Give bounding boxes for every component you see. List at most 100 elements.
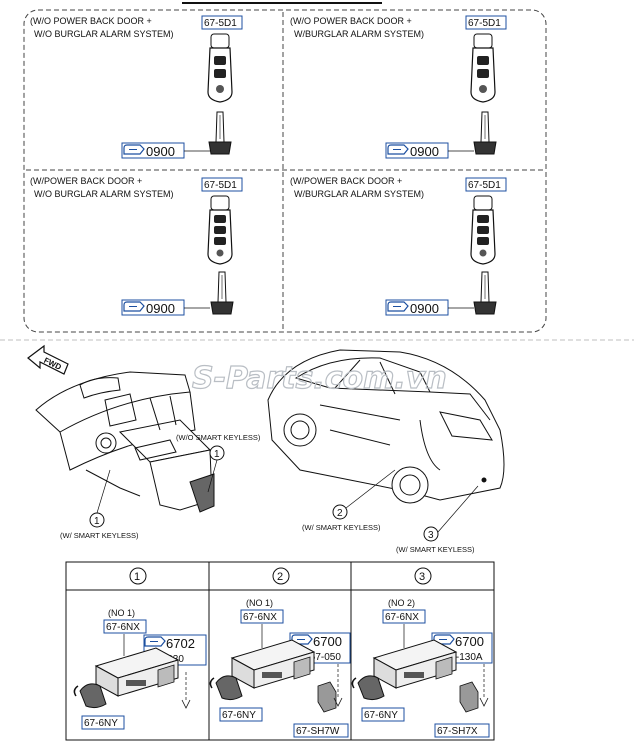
panel-4-key-code-box	[465, 177, 507, 192]
col-2-part-box	[240, 609, 284, 624]
panel-2-blade-code-box	[385, 142, 449, 159]
col-3-bottom-part-box	[361, 707, 405, 722]
col-2-bottom-part-box	[219, 707, 263, 722]
wo-smart-keyless-label: (W/O SMART KEYLESS)	[176, 433, 261, 442]
table-column-3: (NO 2) 67-6NX 6700 /67-130A 67-6NY 67-SH…	[351, 598, 493, 738]
callout-1-dash-num: 1	[214, 449, 220, 460]
col-2-code: 6700	[313, 634, 342, 649]
panel-3-key-code: 67-5D1	[204, 180, 237, 191]
watermark: S-Parts.com.vn	[192, 361, 447, 396]
col-2-part: 67-6NX	[243, 612, 277, 623]
hand-arrow-icon	[123, 144, 145, 155]
panel-4-key-code: 67-5D1	[468, 180, 501, 191]
smart-keyless-antenna-icon	[351, 639, 457, 701]
col-3-part-box	[382, 609, 426, 624]
col-3-extra: 67-SH7X	[437, 726, 478, 737]
col-1-bottom-part-box	[81, 715, 125, 730]
connector-icon	[459, 681, 479, 713]
col-1-part: 67-6NX	[106, 622, 140, 633]
panel-2-line2: W/BURGLAR ALARM SYSTEM)	[294, 29, 424, 39]
col-2-arrow	[333, 697, 343, 707]
remote-key-icon	[207, 195, 233, 265]
callout-1-leader	[96, 469, 111, 514]
w-smart-keyless-label-3: (W/ SMART KEYLESS)	[396, 545, 475, 554]
panel-3-line2: W/O BURGLAR ALARM SYSTEM)	[34, 189, 174, 199]
remote-key-icon	[470, 33, 496, 103]
hand-arrow-icon	[144, 636, 166, 647]
panel-4-line1: (W/POWER BACK DOOR +	[290, 176, 402, 186]
key-blade-icon	[473, 271, 497, 315]
fwd-label: FWD	[42, 356, 63, 372]
col-3-arrow	[479, 697, 489, 707]
w-smart-keyless-label-1: (W/ SMART KEYLESS)	[60, 531, 139, 540]
col-2-extra-box	[293, 723, 349, 738]
table-column-1: (NO 1) 67-6NX 6702 /67-030 67-6NY	[73, 608, 207, 730]
table-column-2: (NO 1) 67-6NX 6700 /67-050 67-6NY 67-SH7…	[209, 598, 351, 738]
table-header-1	[129, 567, 147, 585]
col-3-bottom-part: 67-6NY	[364, 710, 398, 721]
key-panel-2: (W/O POWER BACK DOOR + W/BURGLAR ALARM S…	[290, 15, 507, 159]
key-blade-icon	[210, 271, 234, 315]
panel-1-line1: (W/O POWER BACK DOOR +	[30, 16, 152, 26]
parts-table: 1 2 3 (NO 1) 67-6NX 6702 /67-030 67-6NY …	[65, 561, 495, 741]
w-smart-keyless-label-2: (W/ SMART KEYLESS)	[302, 523, 381, 532]
panel-3-key-code-box	[201, 177, 243, 192]
col-2-extra: 67-SH7W	[296, 726, 340, 737]
col-1-code: 6702	[166, 636, 195, 651]
panel-3-blade-code: 0900	[146, 301, 175, 316]
panel-2-line1: (W/O POWER BACK DOOR +	[290, 16, 412, 26]
key-blade-icon	[473, 111, 497, 155]
panel-1-key-code-box	[201, 15, 243, 30]
connector-icon	[317, 681, 337, 713]
keys-section: (W/O POWER BACK DOOR + W/O BURGLAR ALARM…	[0, 2, 634, 341]
locator-section: FWD (W/O SMART KEYLESS) 1 1 (W/ SMART KE…	[27, 344, 505, 554]
col-3-code: 6700	[455, 634, 484, 649]
panel-4-line2: W/BURGLAR ALARM SYSTEM)	[294, 189, 424, 199]
col-3-extra-box	[434, 723, 490, 738]
table-header-3-num: 3	[419, 571, 425, 583]
panel-3-line1: (W/POWER BACK DOOR +	[30, 176, 142, 186]
col-3-note: (NO 2)	[388, 598, 415, 608]
remote-key-icon	[207, 33, 233, 103]
callout-3-num: 3	[428, 530, 434, 541]
panel-1-key-code: 67-5D1	[204, 18, 237, 29]
col-3-part: 67-6NX	[385, 612, 419, 623]
callout-2-num: 2	[337, 508, 343, 519]
fwd-arrow-icon: FWD	[27, 344, 69, 375]
hand-arrow-icon	[387, 301, 409, 312]
col-2-note: (NO 1)	[246, 598, 273, 608]
key-blade-icon	[208, 111, 232, 155]
smart-keyless-antenna-icon	[209, 639, 315, 701]
callout-1-dash-leader	[207, 459, 218, 493]
panel-2-key-code-box	[465, 15, 507, 30]
callout-3-leader	[437, 485, 479, 533]
table-header-2-num: 2	[277, 571, 283, 583]
table-header-2	[272, 567, 290, 585]
panel-4-blade-code: 0900	[410, 301, 439, 316]
table-header-1-num: 1	[134, 571, 140, 583]
smart-keyless-antenna-icon	[73, 647, 179, 709]
callout-2-leader	[345, 469, 396, 509]
col-1-note: (NO 1)	[108, 608, 135, 618]
panel-2-key-code: 67-5D1	[468, 18, 501, 29]
key-panel-4: (W/POWER BACK DOOR + W/BURGLAR ALARM SYS…	[290, 176, 507, 316]
panel-1-blade-code-box	[121, 142, 185, 159]
col-2-bottom-part: 67-6NY	[222, 710, 256, 721]
col-2-sub: /67-050	[307, 652, 341, 663]
keys-border	[23, 9, 547, 333]
panel-1-blade-code: 0900	[146, 144, 175, 159]
hand-arrow-icon	[123, 301, 145, 312]
remote-key-icon	[470, 195, 496, 265]
callout-3	[423, 526, 439, 542]
callout-1-num: 1	[94, 516, 100, 527]
dashboard-illustration	[35, 371, 215, 513]
table-border	[65, 561, 495, 741]
panel-4-blade-code-box	[385, 299, 449, 316]
key-panel-1: (W/O POWER BACK DOOR + W/O BURGLAR ALARM…	[30, 15, 243, 159]
col-1-bottom-part: 67-6NY	[84, 718, 118, 729]
callout-2	[332, 504, 348, 520]
key-panel-3: (W/POWER BACK DOOR + W/O BURGLAR ALARM S…	[30, 176, 243, 316]
col-1-part-box	[103, 619, 147, 634]
